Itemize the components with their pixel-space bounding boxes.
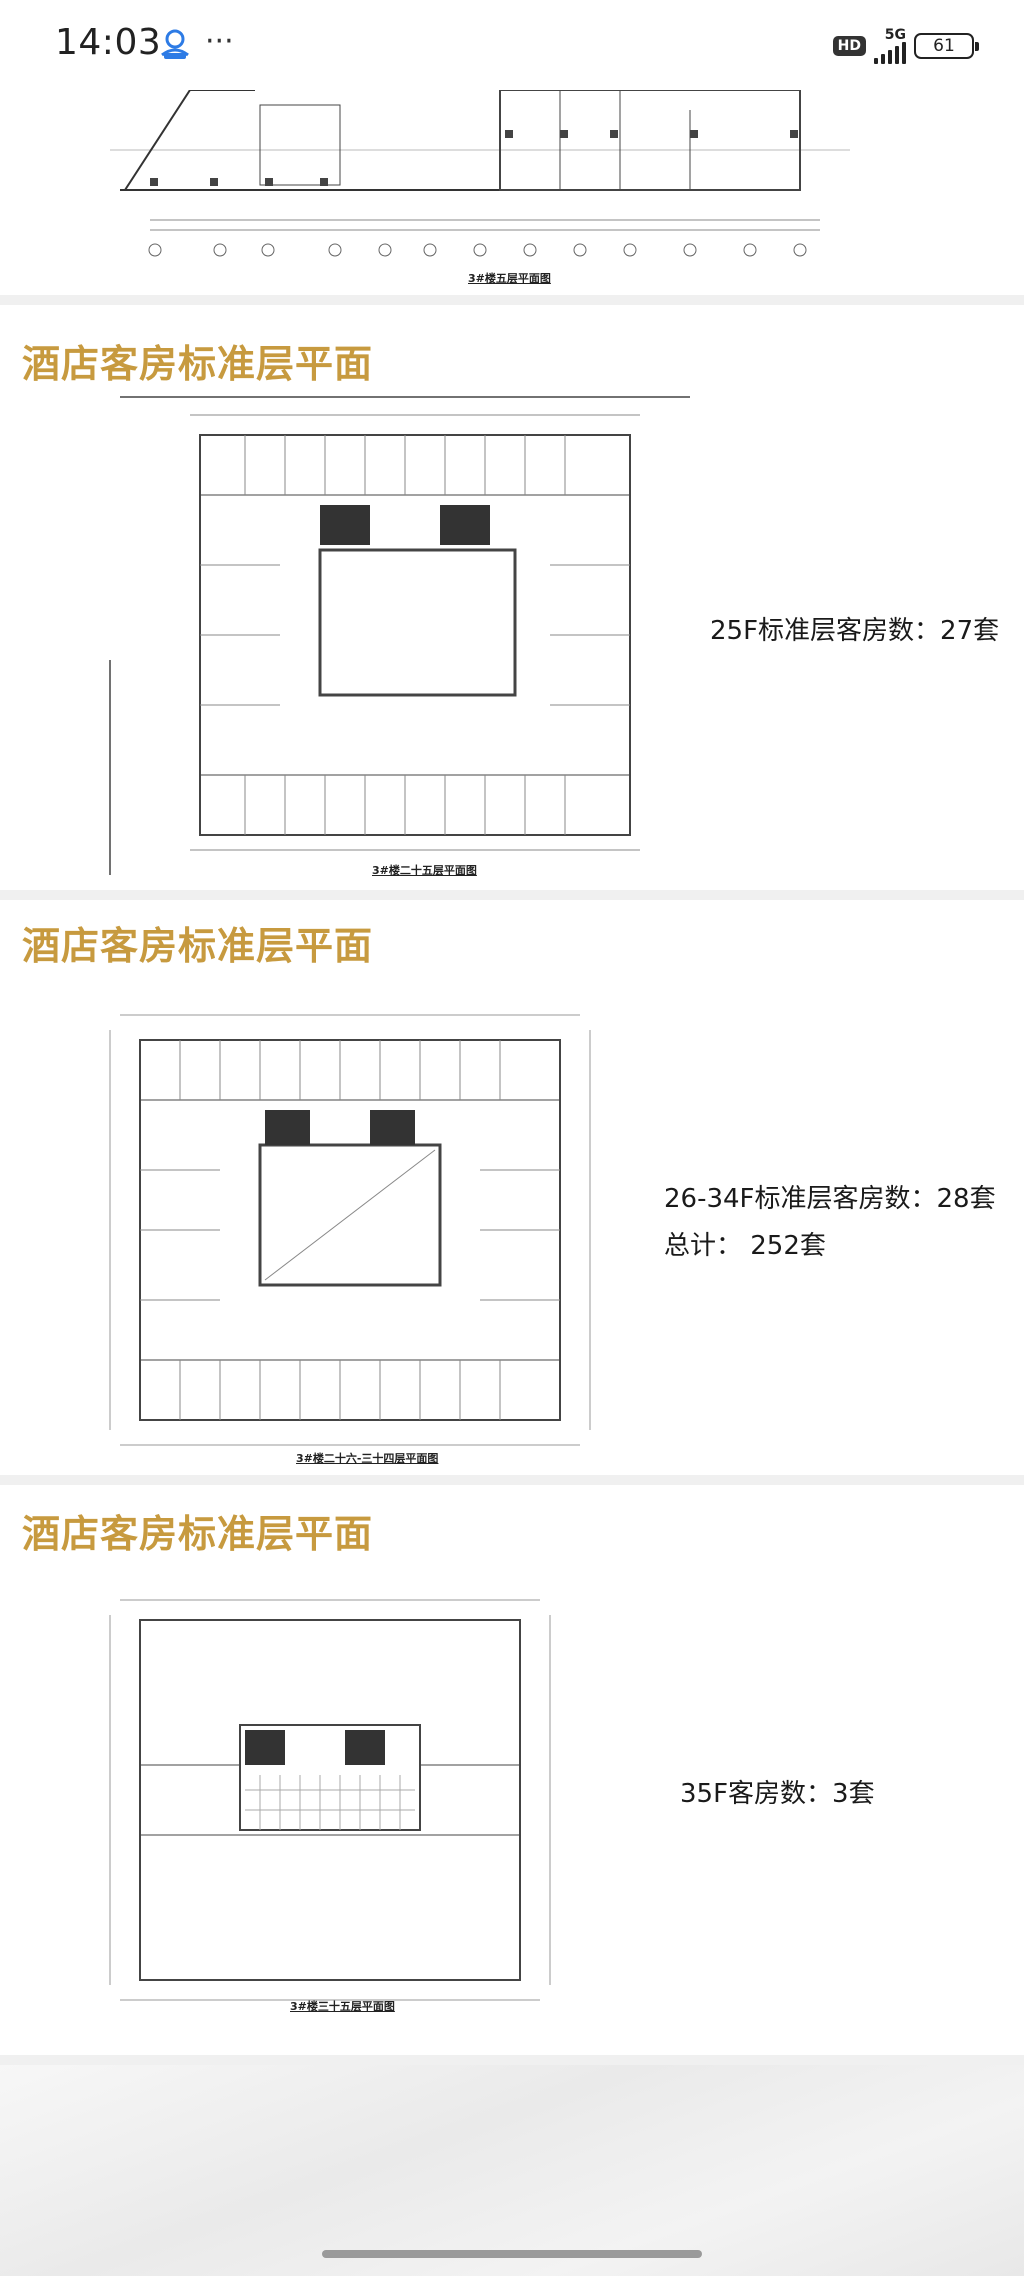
top-plan-panel: 3#楼五层平面图 <box>0 90 1024 295</box>
plan-caption: 3#楼三十五层平面图 <box>290 2000 395 2013</box>
network-label: 5G <box>884 27 906 43</box>
section-26-34f: 酒店客房标准层平面 <box>0 900 1024 1475</box>
floor-plan-35f <box>109 1599 551 2001</box>
home-indicator[interactable] <box>322 2250 702 2258</box>
signal-icon: 5G <box>874 28 906 64</box>
more-icon: ··· <box>205 24 234 59</box>
room-count-text: 25F标准层客房数：27套 <box>710 616 1000 646</box>
plan-caption: 3#楼五层平面图 <box>468 272 551 285</box>
app-logo-icon <box>161 29 189 59</box>
floor-plan-26-34f <box>109 1014 591 1446</box>
section-title: 酒店客房标准层平面 <box>22 342 374 386</box>
floor-plan-5f <box>110 90 850 257</box>
hd-icon: HD <box>832 36 866 56</box>
battery-level: 61 <box>933 36 955 56</box>
status-time: 14:03 <box>55 22 162 63</box>
section-25f: 酒店客房标准层平面 3#楼二十五层平面图 <box>0 305 1024 890</box>
floor-plan-25f <box>109 396 690 875</box>
section-title: 酒店客房标准层平面 <box>22 1512 374 1556</box>
plan-caption: 3#楼二十五层平面图 <box>372 864 477 877</box>
plan-caption: 3#楼二十六-三十四层平面图 <box>296 1452 439 1465</box>
status-bar: 14:03 ··· HD 5G 61 <box>0 0 1024 90</box>
battery-icon: 61 <box>914 33 979 59</box>
room-count-text: 35F客房数：3套 <box>680 1779 875 1809</box>
total-count-text: 总计： 252套 <box>664 1231 826 1261</box>
page-footer <box>0 2065 1024 2276</box>
section-title: 酒店客房标准层平面 <box>22 924 374 968</box>
section-35f: 酒店客房标准层平面 3#楼三十五层平面图 35F客房数：3套 <box>0 1485 1024 2055</box>
room-count-text: 26-34F标准层客房数：28套 <box>664 1184 996 1214</box>
